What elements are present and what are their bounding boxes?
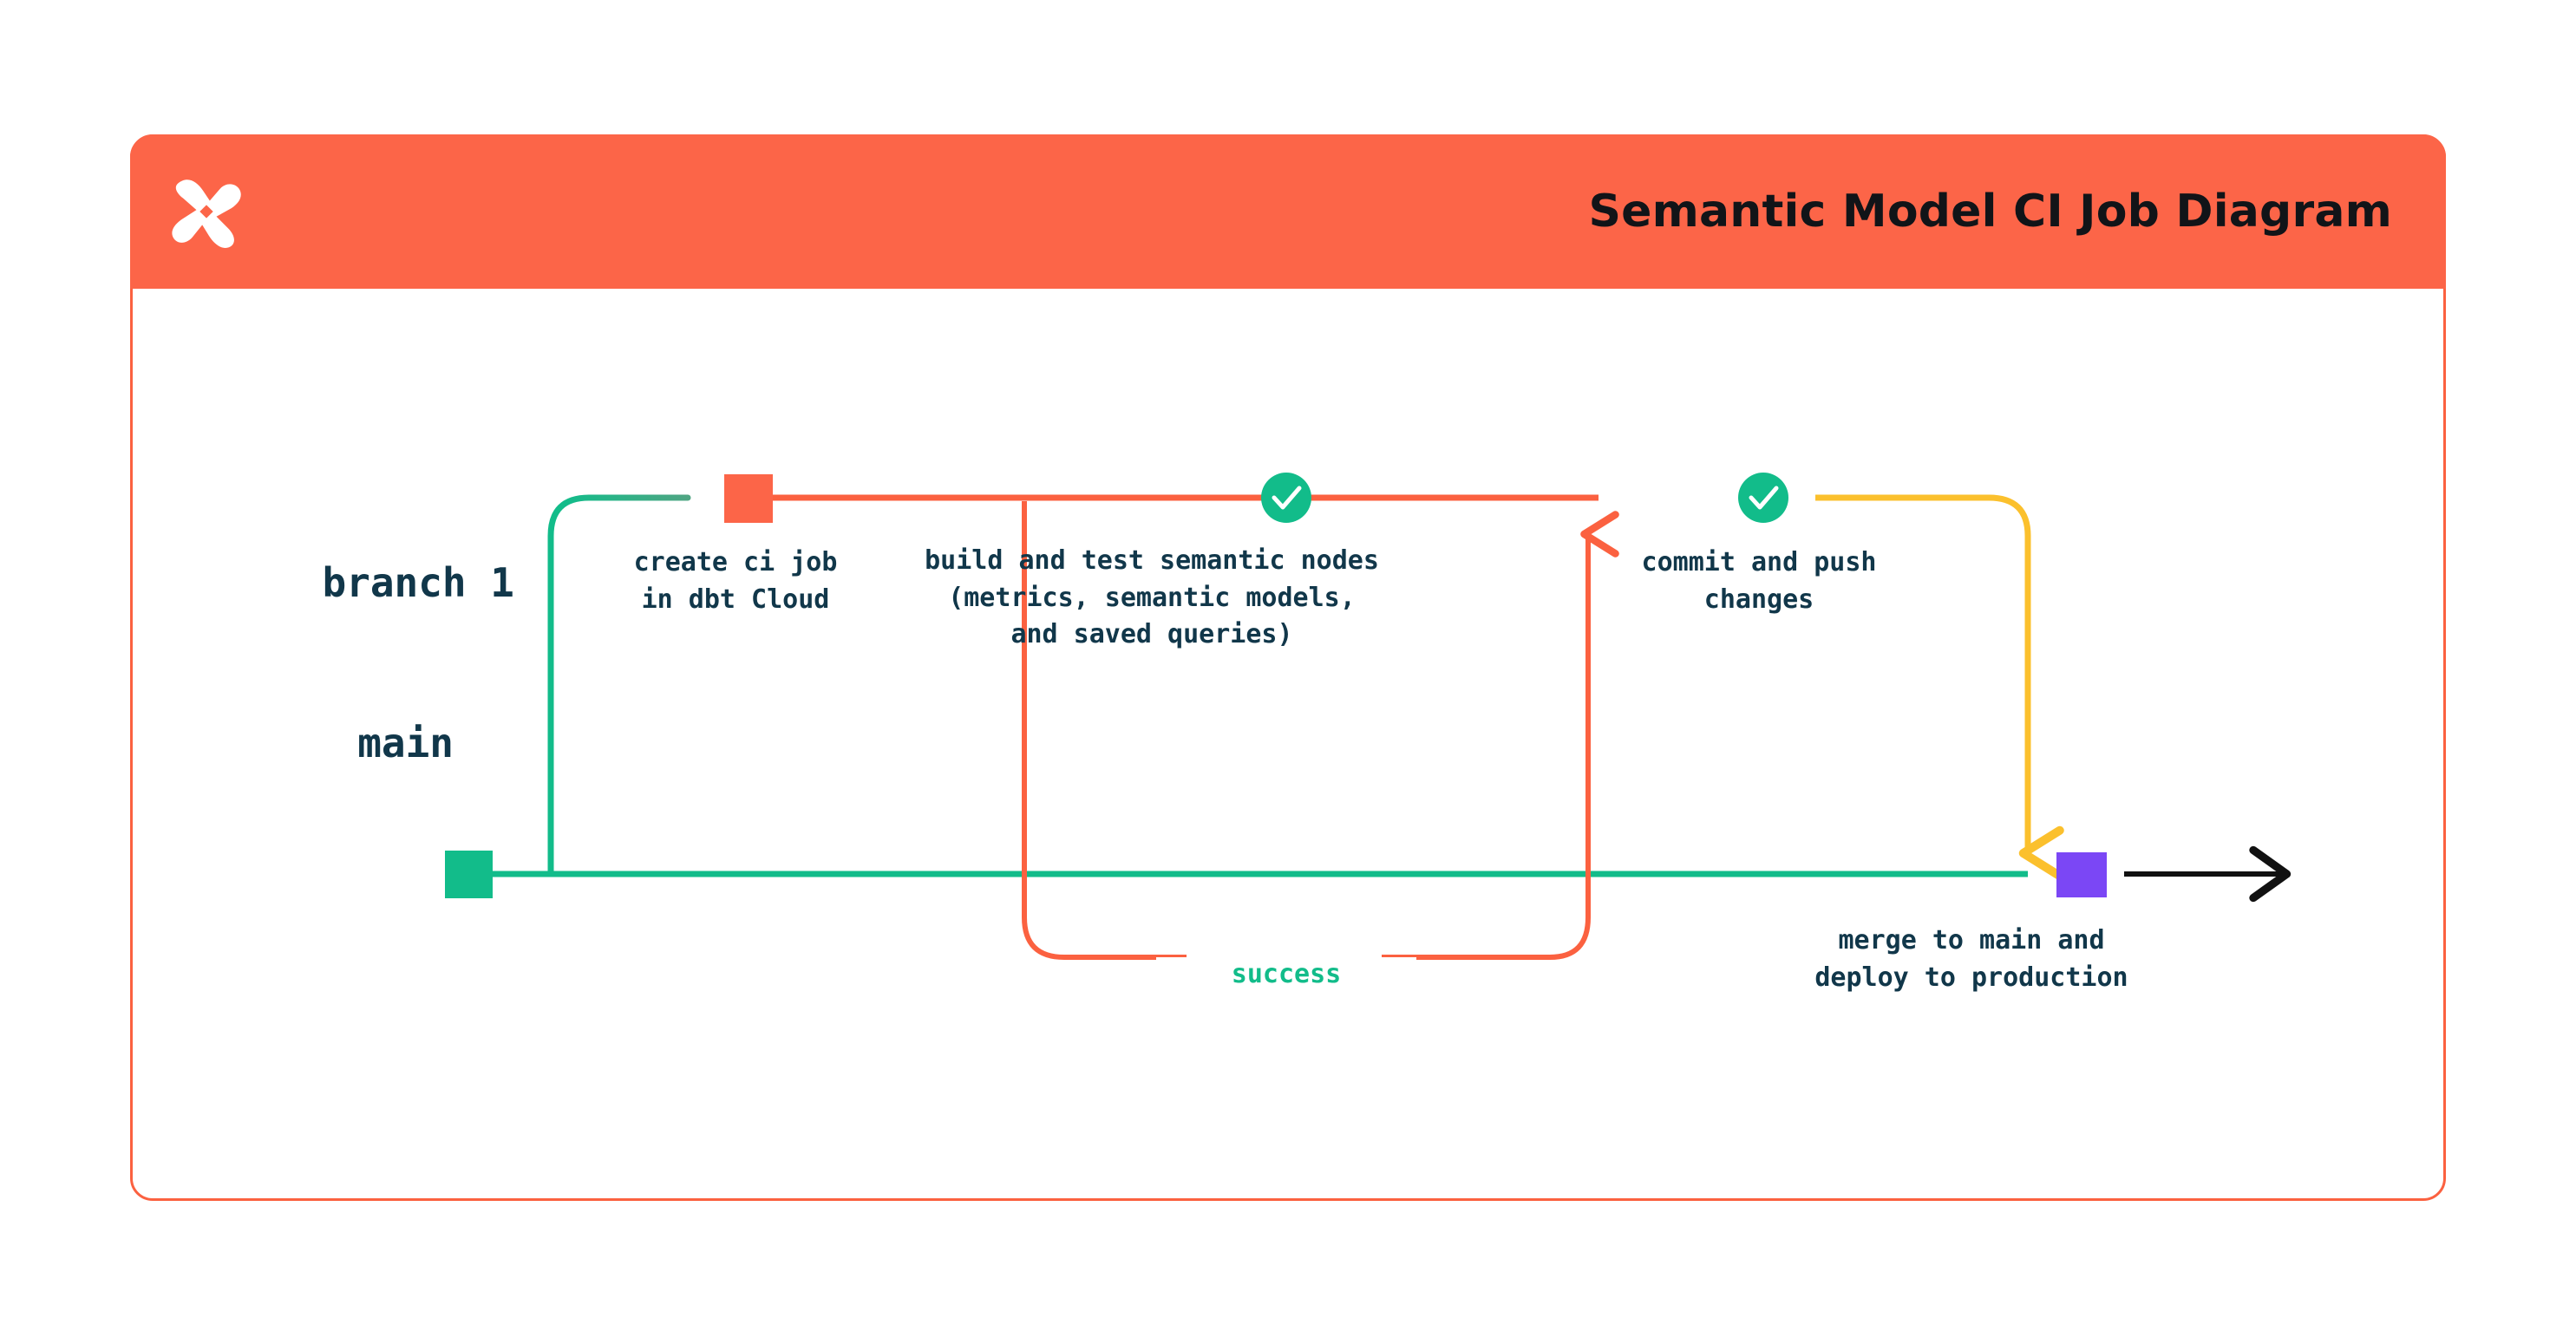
node-create-ci-job[interactable]	[724, 474, 773, 523]
check-icon	[1749, 486, 1779, 510]
lane-label-main: main	[357, 720, 454, 766]
diagram-header: Semantic Model CI Job Diagram	[130, 134, 2446, 289]
lane-label-branch-1: branch 1	[322, 559, 514, 606]
caption-build-and-test: build and test semantic nodes (metrics, …	[925, 545, 1379, 650]
edge-label-success: success	[1156, 957, 1416, 991]
dbt-logo-icon	[172, 179, 241, 249]
caption-commit-and-push: commit and push changes	[1641, 547, 1877, 615]
caption-merge-to-main: merge to main and deploy to production	[1814, 925, 2128, 993]
node-build-and-test[interactable]	[1261, 473, 1311, 523]
diagram-canvas	[445, 473, 2292, 960]
page-title: Semantic Model CI Job Diagram	[1588, 186, 2392, 238]
check-icon	[1272, 486, 1302, 510]
node-main-start[interactable]	[445, 851, 493, 898]
diagram-card: Semantic Model CI Job Diagram	[130, 134, 2446, 1201]
caption-create-ci-job: create ci job in dbt Cloud	[633, 547, 838, 615]
node-merge-to-main[interactable]	[2056, 852, 2107, 897]
node-commit-and-push[interactable]	[1738, 473, 1788, 523]
